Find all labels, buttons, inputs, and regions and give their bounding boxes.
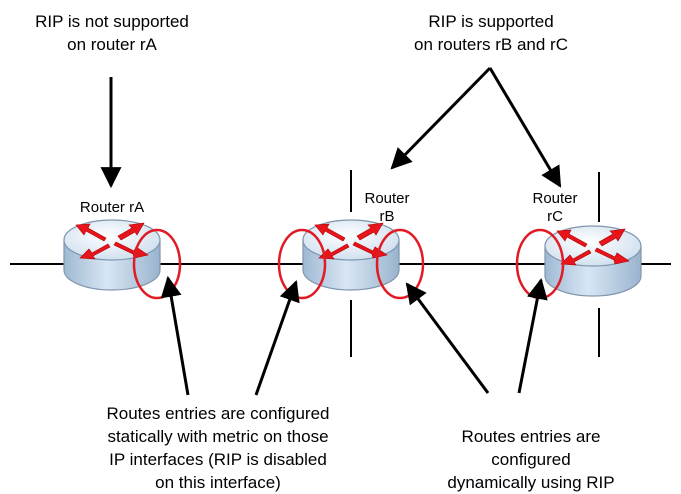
router-rb-label: Router rB — [342, 190, 432, 226]
caption-dynamic-routes-line1: Routes entries are — [461, 427, 601, 446]
caption-rip-supported-line2: on routers rB and rC — [413, 35, 568, 54]
arrow-dynamic-to-rb-interface — [405, 282, 490, 394]
arrow-dynamic-to-rc-interface — [517, 277, 548, 394]
router-ra-label: Router rA — [52, 199, 172, 217]
interface-highlight-rb-right — [375, 228, 425, 300]
router-rc-icon — [544, 225, 642, 297]
interface-highlight-ra-right — [132, 228, 182, 300]
router-rb-icon — [302, 219, 400, 291]
arrow-to-router-rb — [390, 66, 492, 170]
caption-rip-not-supported: RIP is not supported on router rA — [0, 10, 224, 56]
caption-rip-not-supported-line2: on router rA — [67, 35, 157, 54]
arrow-static-to-ra-interface — [160, 275, 190, 396]
caption-rip-supported-line1: RIP is supported — [428, 12, 554, 31]
arrow-static-to-rb-interface — [254, 280, 300, 396]
router-ra-icon — [63, 219, 161, 291]
caption-rip-not-supported-line1: RIP is not supported — [35, 12, 189, 31]
router-rc-label: Router rC — [510, 190, 600, 226]
interface-highlight-rb-left — [277, 228, 327, 300]
arrow-to-router-rc — [488, 67, 562, 188]
router-rc-label-line2: rC — [547, 208, 563, 225]
caption-static-routes-line2: statically with metric on those — [107, 427, 329, 446]
caption-dynamic-routes: Routes entries are configured dynamicall… — [420, 425, 642, 494]
caption-static-routes: Routes entries are configured statically… — [68, 402, 368, 494]
router-rc-label-line1: Router — [532, 190, 578, 207]
caption-static-routes-line1: Routes entries are configured — [106, 404, 330, 423]
caption-dynamic-routes-line2: configured — [491, 450, 571, 469]
router-rb-label-line2: rB — [379, 208, 395, 225]
router-ra-label-line1: Router rA — [79, 199, 145, 216]
caption-rip-supported: RIP is supported on routers rB and rC — [370, 10, 612, 56]
caption-dynamic-routes-line3: dynamically using RIP — [447, 473, 615, 492]
caption-static-routes-line4: on this interface) — [155, 473, 281, 492]
caption-static-routes-line3: IP interfaces (RIP is disabled — [109, 450, 327, 469]
router-rb-label-line1: Router — [364, 190, 410, 207]
